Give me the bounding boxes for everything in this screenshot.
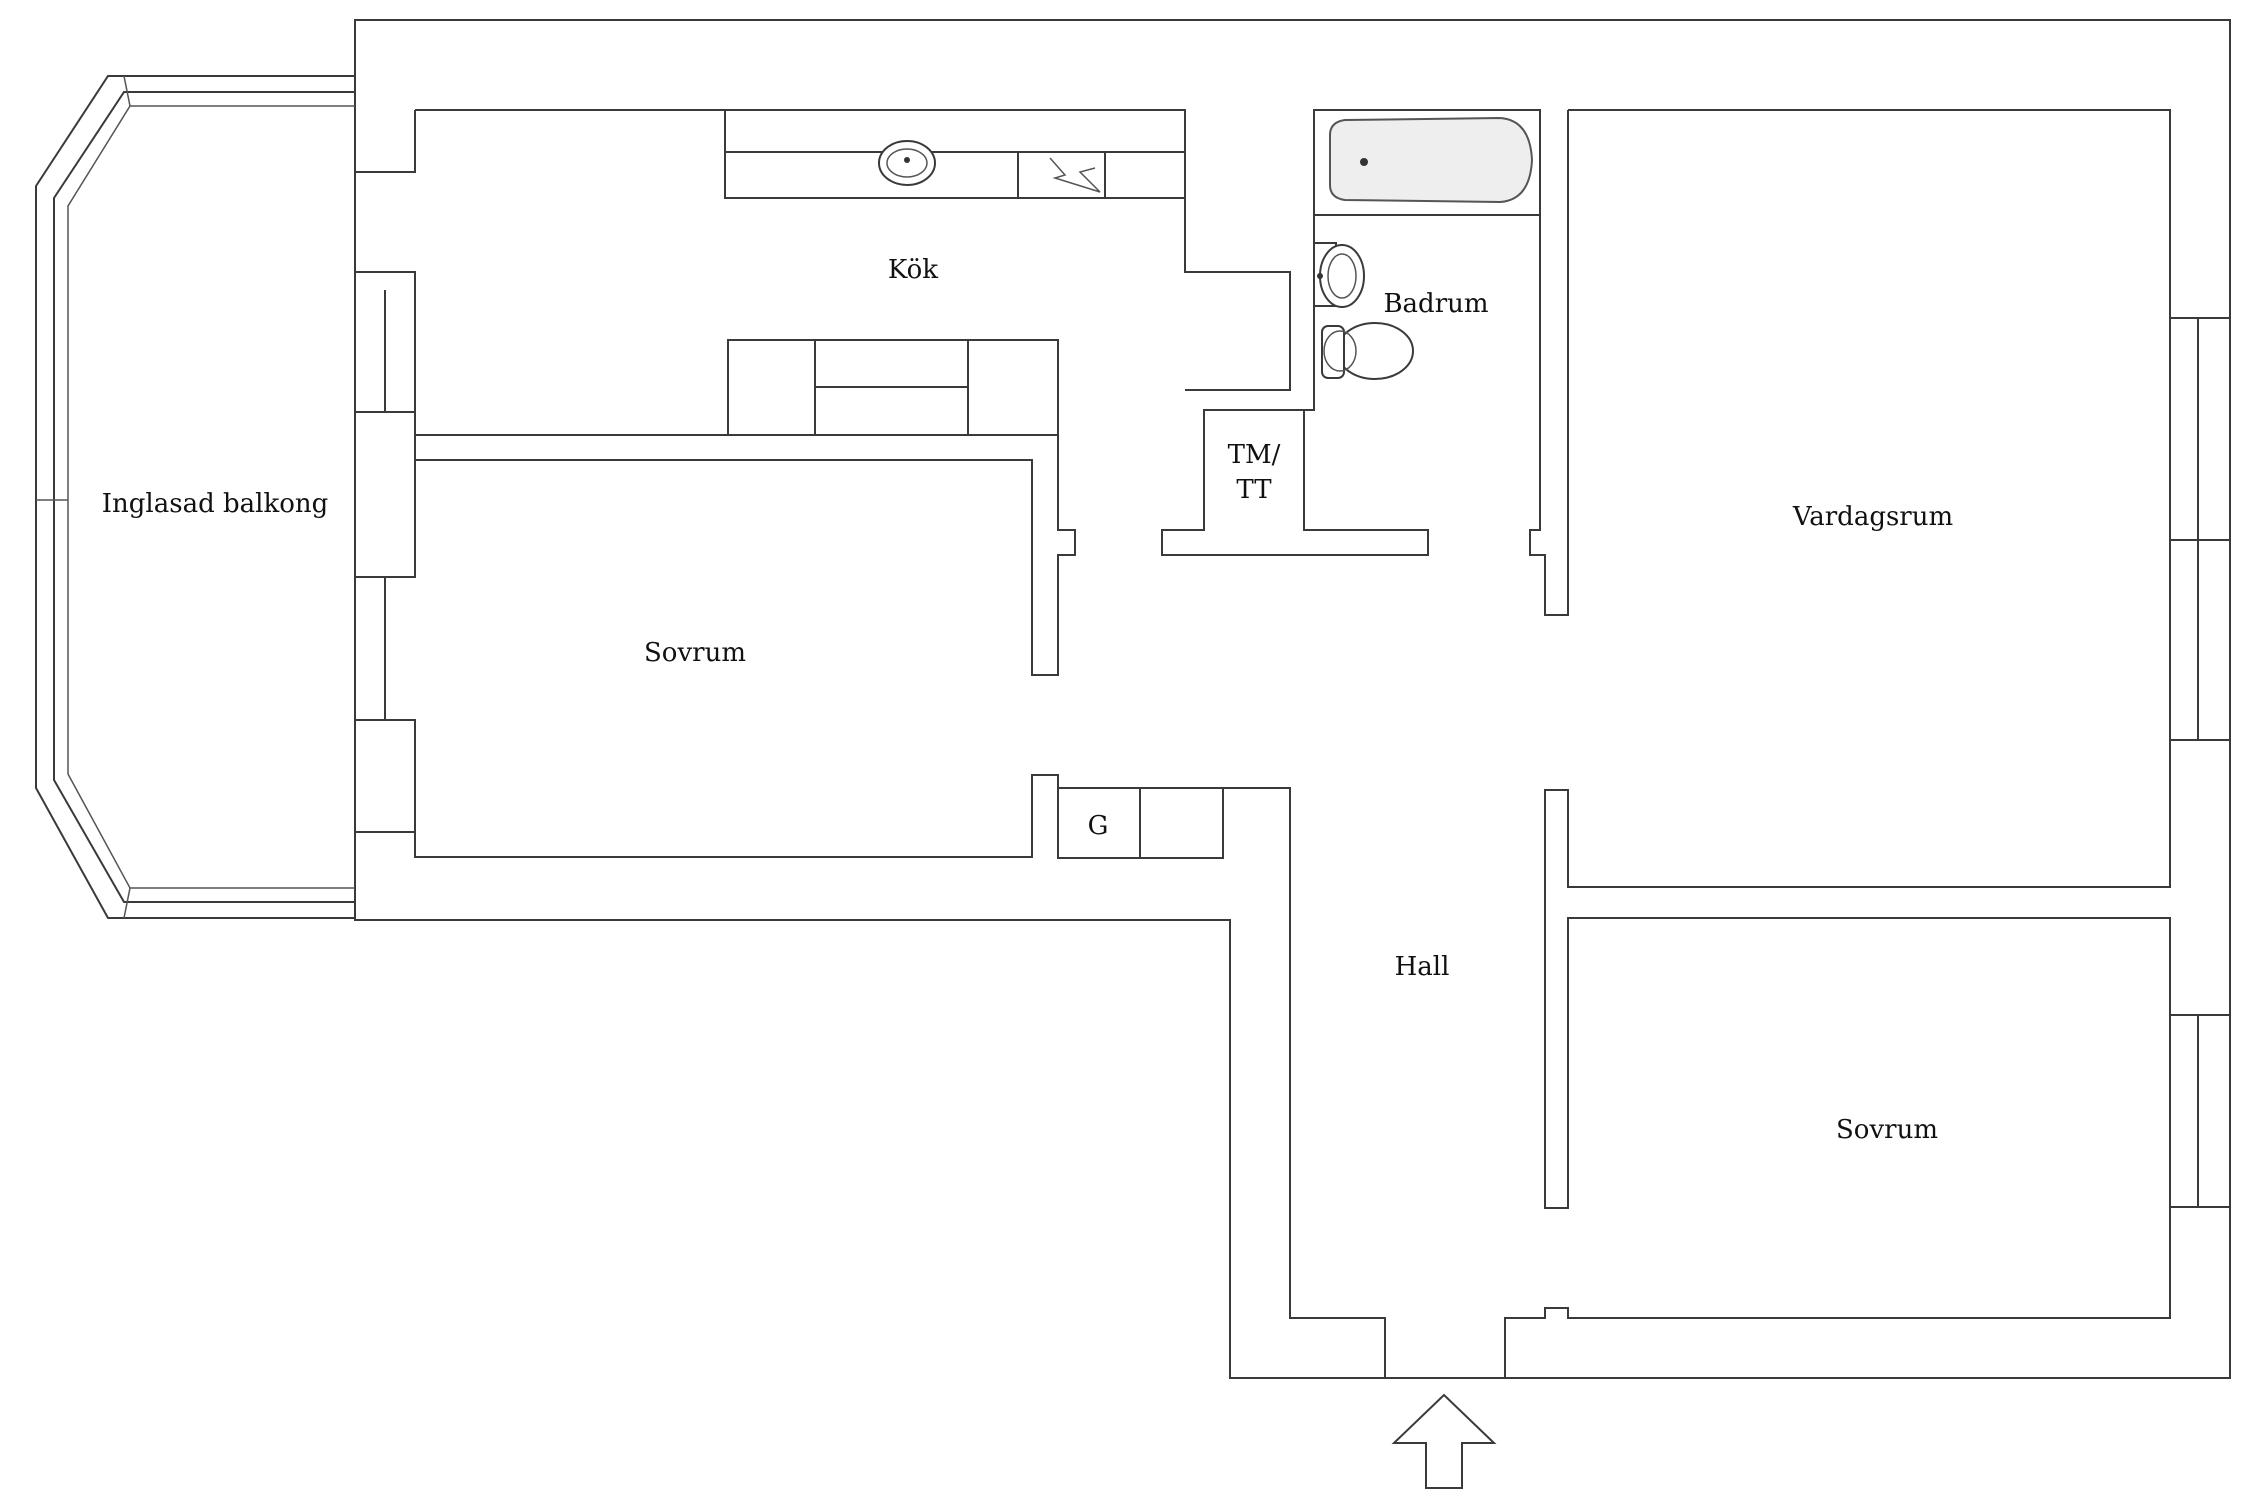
bathroom-area [1304, 109, 1569, 616]
kitchen-counter [724, 109, 1186, 153]
bathtub-icon [1313, 109, 1541, 216]
entrance-arrow-icon [1391, 1393, 1497, 1489]
laundry-area [1161, 409, 1429, 556]
outer-wall-inner [355, 110, 416, 173]
bedroom-east-label: Sovrum [1836, 1115, 1938, 1145]
toilet-icon [1321, 322, 1414, 380]
glazed-balcony-label: Inglasad balkong [102, 489, 328, 519]
stove-icon [1049, 157, 1101, 193]
living-room-area [1544, 109, 2231, 1209]
glazed-balcony [35, 75, 355, 919]
laundry-label-line1: TM/ [1228, 440, 1281, 470]
bedroom-east-area [1504, 1014, 2231, 1378]
kitchen-sink-icon [878, 140, 936, 186]
bedroom-west-label: Sovrum [644, 638, 746, 668]
closet-label: G [1088, 811, 1109, 841]
laundry-label-line2: TT [1236, 475, 1272, 505]
closet-area [1057, 787, 1386, 1378]
hall-label: Hall [1395, 952, 1450, 982]
kitchen-area [354, 109, 1291, 676]
washbasin-icon [1313, 242, 1365, 308]
kitchen-label: Kök [888, 255, 938, 285]
living-room-label: Vardagsrum [1792, 502, 1953, 532]
bathroom-label: Badrum [1383, 289, 1488, 319]
outer-wall [354, 19, 2231, 1379]
